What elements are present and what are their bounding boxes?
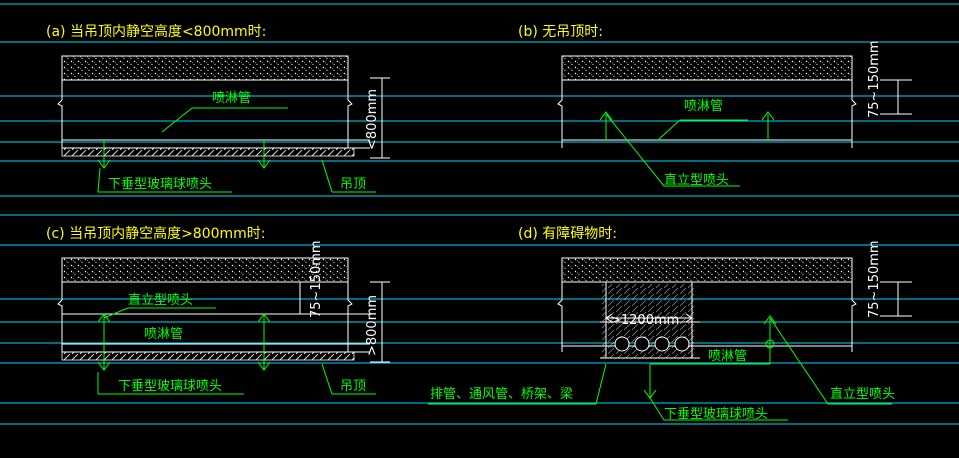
panel-d-duct-3 [654, 336, 670, 352]
panel-d-duct-4 [674, 336, 690, 352]
panel-d-duct-1 [614, 336, 630, 352]
panel-d: (d) 有障碍物时: [428, 226, 912, 422]
panel-b-title: (b) 无吊顶时: [518, 24, 603, 40]
panel-c-concrete-slab [61, 257, 349, 283]
panel-d-up-head-label: 直立型喷头 [830, 387, 895, 402]
panel-a-dim-label: <800mm [365, 89, 380, 150]
panel-d-down-head-label: 下垂型玻璃球喷头 [664, 407, 768, 422]
panel-c-ceiling-label: 吊顶 [340, 379, 366, 394]
panel-d-obstacle-label: 排管、通风管、桥架、梁 [430, 387, 573, 402]
panel-b-concrete-slab [561, 55, 853, 81]
panel-b-pipe-label: 喷淋管 [684, 99, 723, 114]
panel-c-title: (c) 当吊顶内静空高度>800mm时: [46, 225, 266, 242]
panel-c: (c) 当吊顶内静空高度>800mm时: [46, 225, 390, 395]
guide-lines [0, 3, 959, 425]
panel-c-up-head-label: 直立型喷头 [128, 293, 193, 308]
panel-a-down-head-label: 下垂型玻璃球喷头 [108, 177, 212, 192]
panel-b: (b) 无吊顶时: 喷淋管 直立型喷头 75~150mm [518, 24, 912, 188]
panel-c-ceiling-hatch [61, 351, 355, 361]
panel-a-pipe-label: 喷淋管 [212, 91, 251, 106]
panel-c-dim-top-label: 75~150mm [309, 240, 324, 318]
panel-d-duct-2 [634, 336, 650, 352]
panel-c-down-head-label: 下垂型玻璃球喷头 [118, 379, 222, 394]
panel-c-dim-label: >800mm [365, 295, 380, 356]
panel-d-concrete-slab [561, 257, 853, 283]
panel-c-pipe-label: 喷淋管 [144, 327, 183, 342]
panel-b-dim-label: 75~150mm [867, 40, 882, 118]
panel-a-title: (a) 当吊顶内静空高度<800mm时: [46, 23, 266, 40]
panel-a-concrete-slab [61, 55, 349, 81]
panel-d-dim-label: 75~150mm [867, 240, 882, 318]
panel-a: (a) 当吊顶内静空高度<800mm时: 喷淋管 下垂型玻璃球喷头 吊顶 [46, 23, 390, 193]
panel-a-ceiling-hatch [61, 147, 355, 157]
panel-d-title: (d) 有障碍物时: [518, 226, 617, 242]
panel-d-pipe-label: 喷淋管 [708, 349, 747, 364]
panel-a-ceiling-label: 吊顶 [340, 177, 366, 192]
panel-b-up-head-label: 直立型喷头 [664, 173, 729, 188]
panel-d-width-label: >1200mm [610, 313, 679, 328]
